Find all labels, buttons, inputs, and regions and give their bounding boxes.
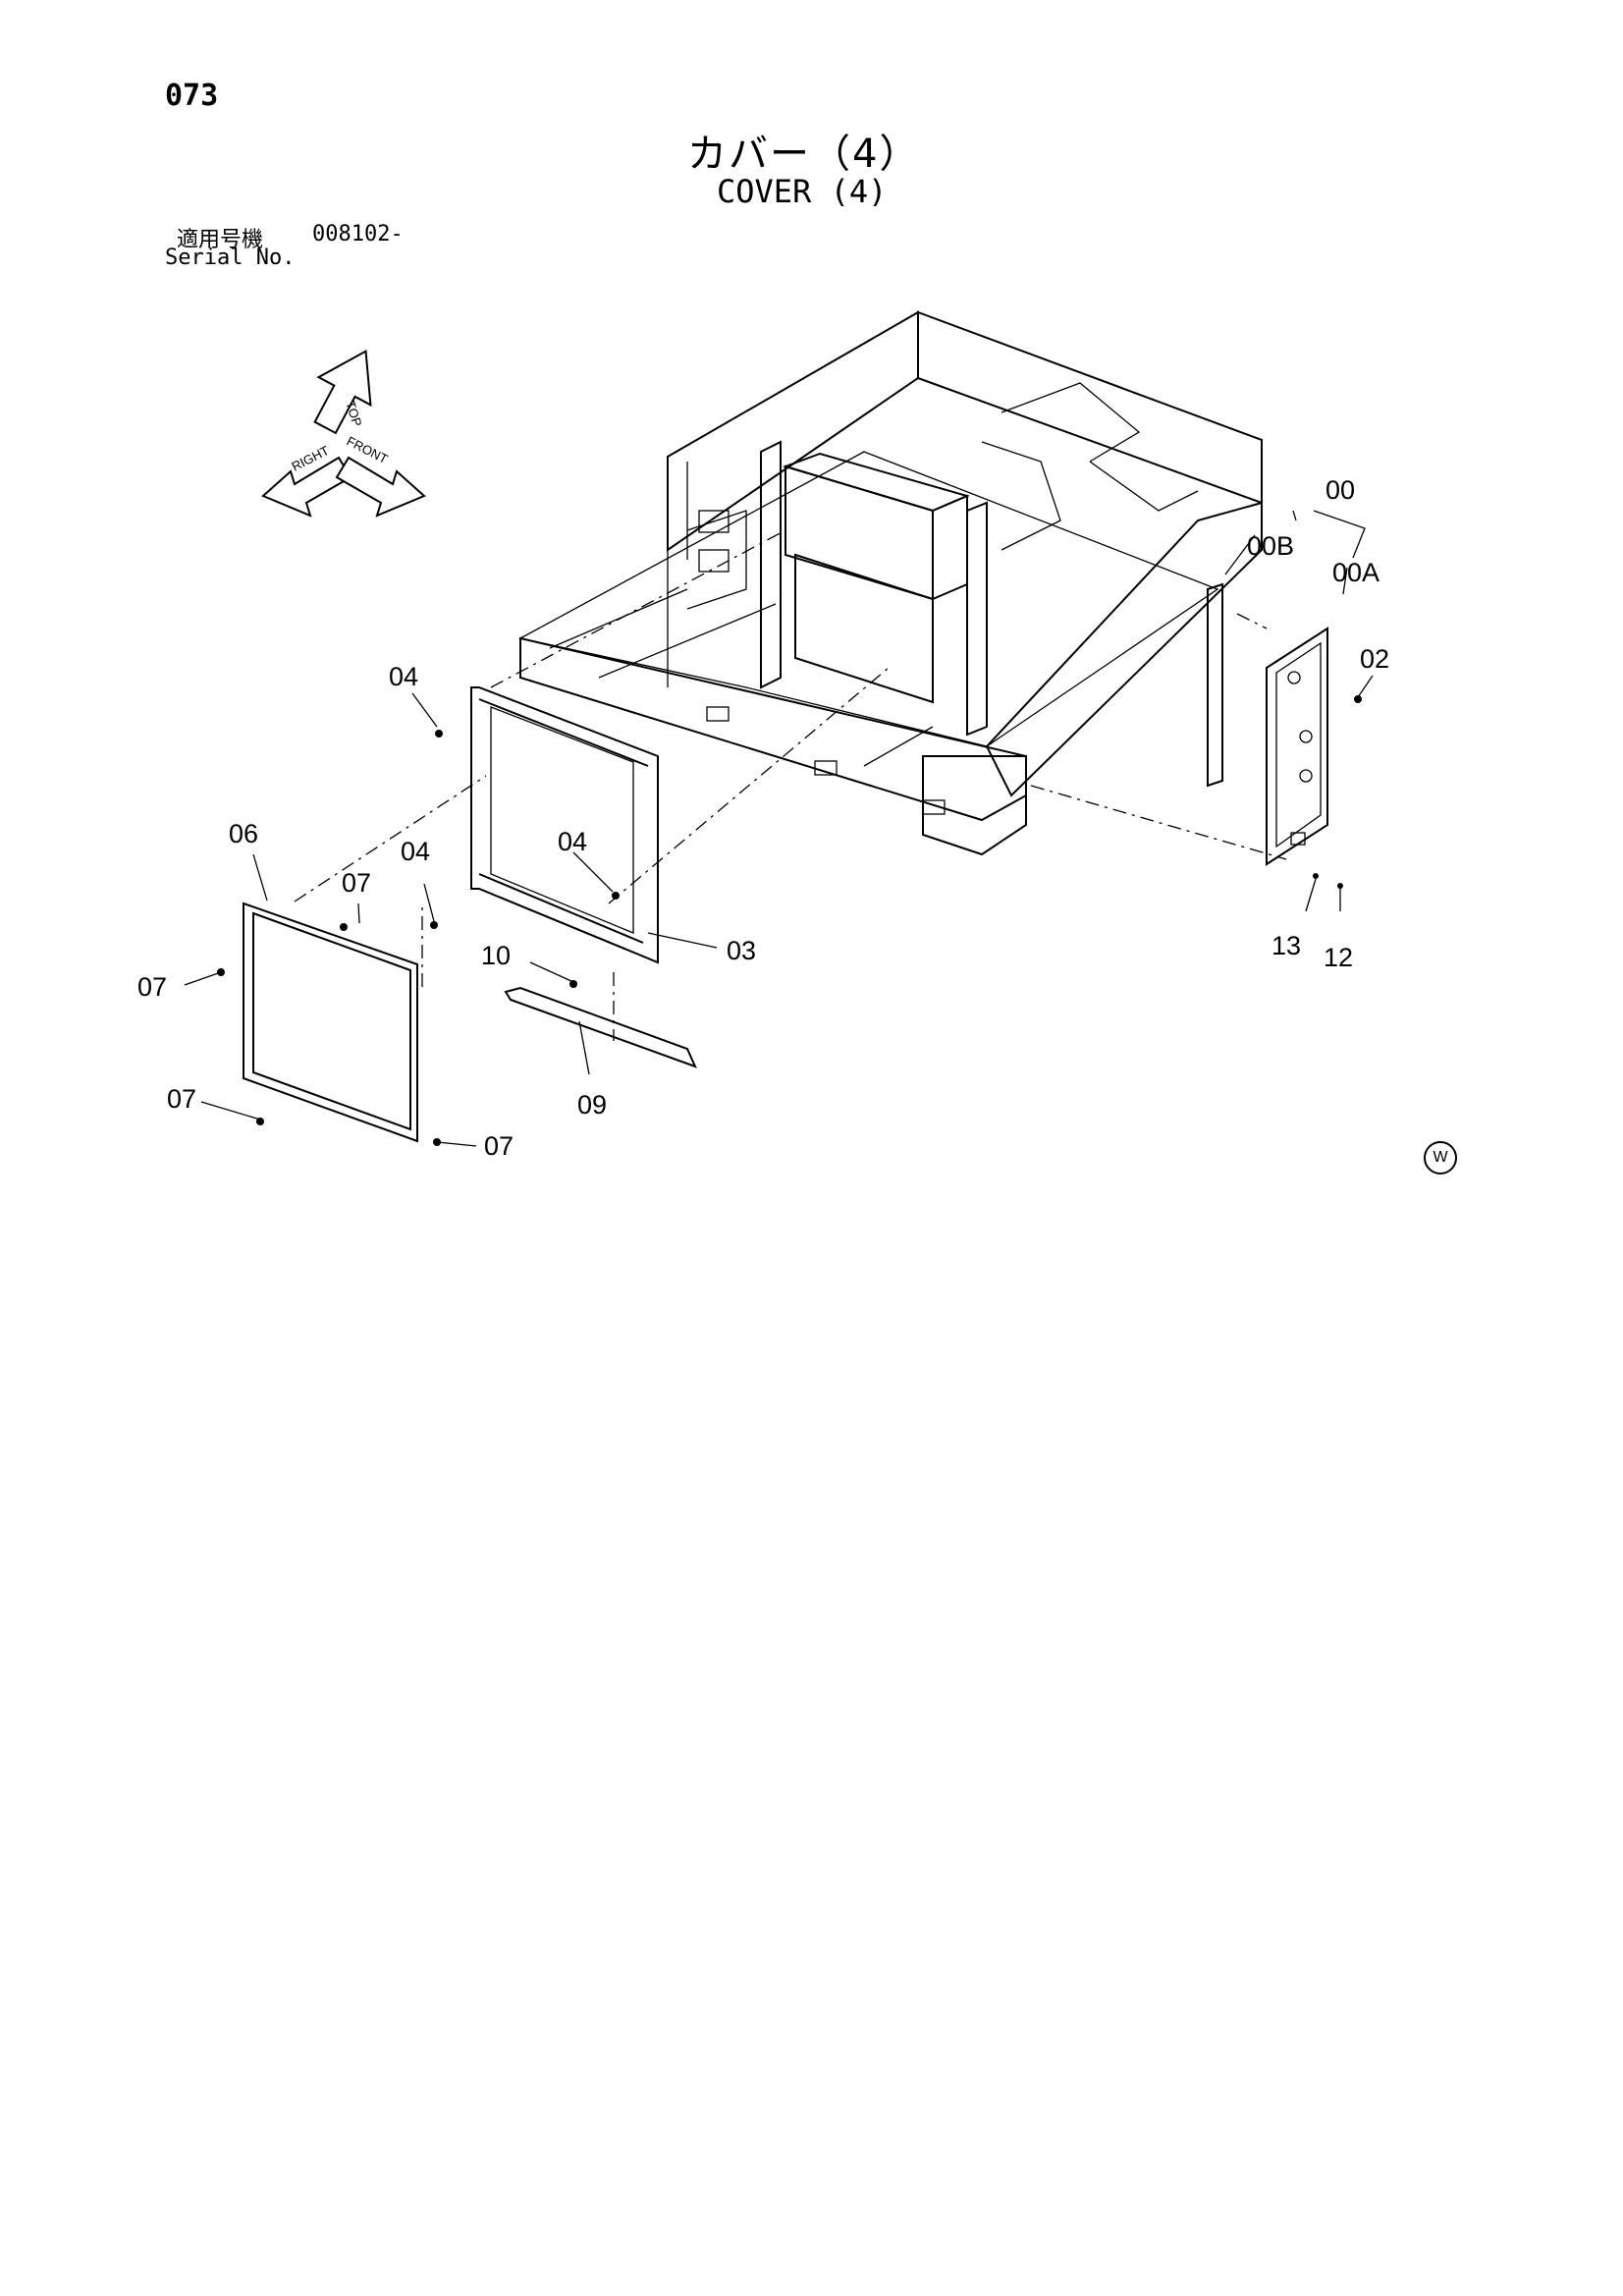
callout-07-bottom-right: 07 bbox=[484, 1131, 514, 1161]
serial-label-english: Serial No. bbox=[165, 246, 296, 270]
title-english: COVER (4) bbox=[717, 173, 888, 210]
bolt-12 bbox=[1337, 883, 1343, 889]
callout-00: 00 bbox=[1325, 475, 1355, 505]
callout-07-bottom-left: 07 bbox=[167, 1084, 196, 1114]
bolt-07-a bbox=[217, 968, 225, 976]
orientation-label-top: TOP bbox=[343, 399, 364, 428]
serial-label-japanese: 適用号機 bbox=[177, 228, 264, 252]
callout-07-upper: 07 bbox=[342, 868, 371, 898]
callout-02: 02 bbox=[1360, 644, 1389, 674]
callout-09: 09 bbox=[577, 1090, 607, 1120]
serial-value: 008102- bbox=[312, 222, 404, 246]
watermark-symbol: W bbox=[1424, 1141, 1457, 1175]
fasteners bbox=[217, 695, 1362, 1146]
callout-07-left: 07 bbox=[137, 972, 167, 1002]
leader-lines bbox=[184, 510, 1374, 1147]
bolt-13 bbox=[1313, 873, 1319, 879]
part-00B-strip bbox=[1207, 582, 1223, 788]
main-frame-assembly bbox=[518, 310, 1263, 856]
callout-04-top: 04 bbox=[389, 662, 418, 691]
callout-06: 06 bbox=[229, 819, 258, 848]
page-number: 073 bbox=[165, 79, 219, 113]
bolt-02 bbox=[1354, 695, 1362, 703]
title-japanese: カバー（4） bbox=[687, 132, 921, 177]
bolt-10 bbox=[569, 980, 577, 988]
bolt-07-d bbox=[433, 1138, 441, 1146]
callout-04-left: 04 bbox=[401, 837, 430, 866]
callout-00A: 00A bbox=[1332, 558, 1380, 587]
callout-00B: 00B bbox=[1247, 531, 1294, 561]
callout-10: 10 bbox=[481, 941, 511, 970]
bolt-04-b bbox=[430, 921, 438, 929]
part-00A-cover bbox=[1266, 627, 1328, 866]
part-06-frame bbox=[243, 902, 418, 1143]
callout-labels: 00 00A 00B 02 03 04 04 04 06 07 07 07 07… bbox=[137, 475, 1389, 1161]
callout-12: 12 bbox=[1324, 943, 1353, 972]
bolt-04-c bbox=[612, 892, 620, 900]
part-09-strip bbox=[504, 986, 697, 1068]
exploded-parts-diagram: TOP RIGHT FRONT bbox=[137, 310, 1389, 1161]
orientation-icon: TOP RIGHT FRONT bbox=[261, 350, 426, 518]
callout-13: 13 bbox=[1271, 931, 1301, 960]
bolt-04-a bbox=[435, 730, 443, 738]
callout-04-center: 04 bbox=[558, 827, 587, 856]
callout-03: 03 bbox=[727, 936, 756, 965]
part-03-panel bbox=[470, 686, 659, 964]
bolt-07-c bbox=[256, 1118, 264, 1125]
bolt-07-b bbox=[340, 923, 348, 931]
